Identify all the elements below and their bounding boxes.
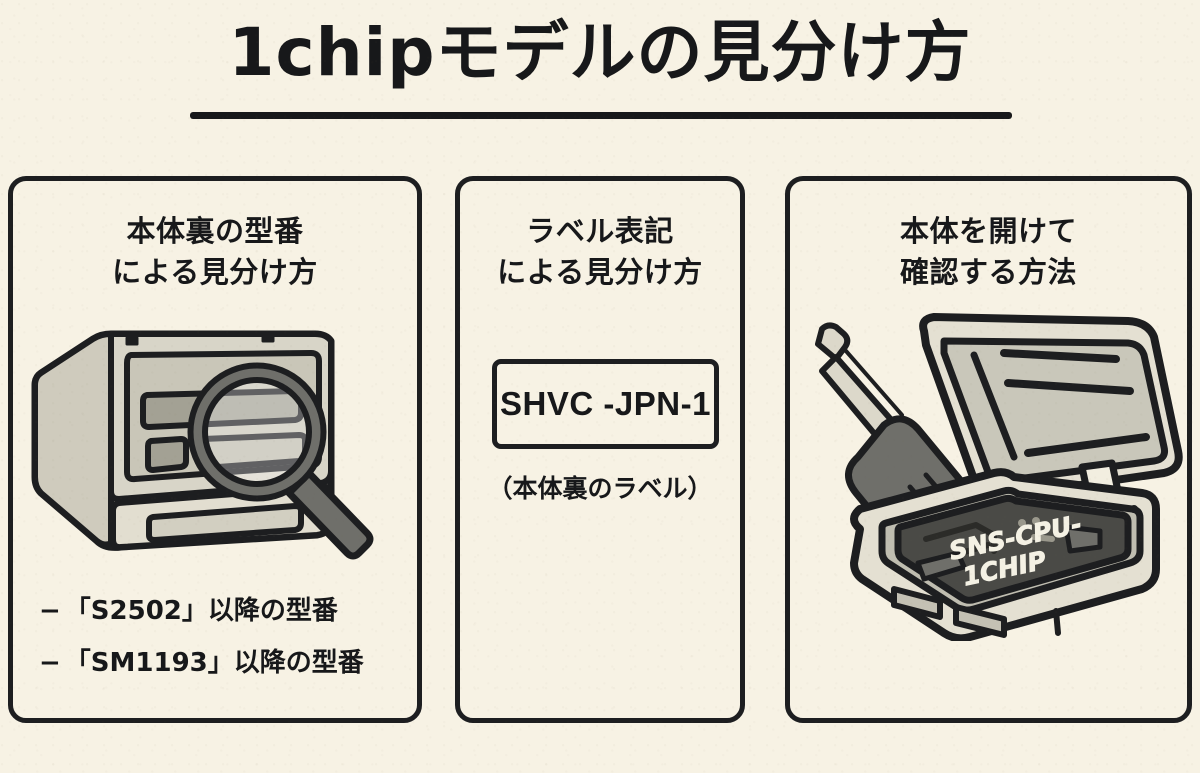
bullet-dash: − — [39, 596, 61, 626]
bullet-dash: − — [39, 648, 61, 678]
panel-2-heading-line2: による見分け方 — [497, 255, 703, 290]
console-bottom-with-magnifier-illustration — [23, 321, 417, 571]
panel-2-heading: ラベル表記 による見分け方 — [460, 211, 740, 293]
panel-3-heading-line1: 本体を開けて — [899, 214, 1077, 248]
title-underline — [190, 112, 1012, 119]
bullet-text: 「SM1193」以降の型番 — [64, 648, 364, 678]
list-item: −「S2502」以降の型番 — [39, 598, 409, 624]
panel-1-heading: 本体裏の型番 による見分け方 — [13, 211, 417, 293]
opened-console-with-screwdriver-illustration: SNS-CPU- 1CHIP — [798, 311, 1190, 643]
label-model-code: SHVC -JPN-1 — [500, 385, 711, 422]
page-title: 1chipモデルの見分け方 — [228, 14, 972, 91]
label-sticker-box: SHVC -JPN-1 — [492, 359, 719, 449]
panel-2-heading-line1: ラベル表記 — [526, 214, 674, 248]
list-item: −「SM1193」以降の型番 — [39, 650, 409, 676]
magnifier-icon — [187, 362, 374, 560]
panel-label-marking: ラベル表記 による見分け方 SHVC -JPN-1 （本体裏のラベル） — [455, 176, 745, 723]
panel-3-heading-line2: 確認する方法 — [899, 255, 1077, 290]
panel-open-console: 本体を開けて 確認する方法 — [785, 176, 1192, 723]
model-number-bullet-list: −「S2502」以降の型番 −「SM1193」以降の型番 — [39, 598, 409, 676]
panel-model-number: 本体裏の型番 による見分け方 — [8, 176, 422, 723]
panel-1-heading-line2: による見分け方 — [112, 255, 318, 290]
panel-1-heading-line1: 本体裏の型番 — [126, 214, 304, 248]
panel-3-heading: 本体を開けて 確認する方法 — [790, 211, 1187, 293]
page-title-wrap: 1chipモデルの見分け方 — [0, 14, 1200, 91]
label-caption: （本体裏のラベル） — [487, 474, 713, 503]
bullet-text: 「S2502」以降の型番 — [64, 596, 338, 626]
